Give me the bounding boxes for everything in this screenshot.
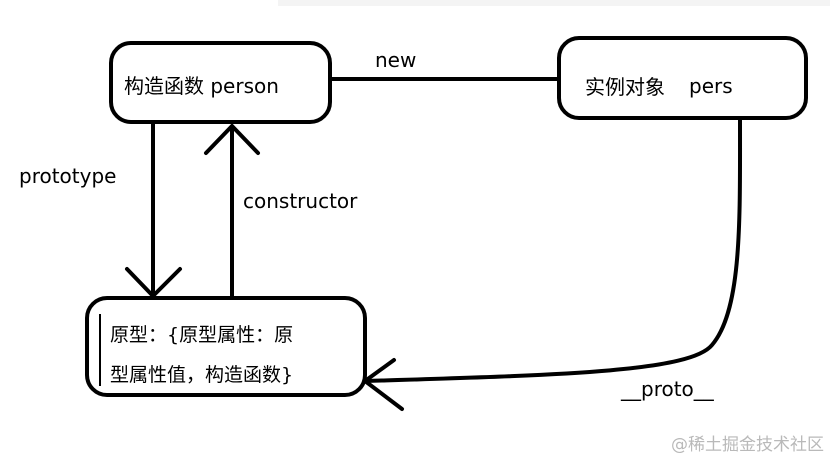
constructor-label: constructor [243,189,358,213]
watermark: @稀土掘金技术社区 [671,435,824,455]
top-strip [278,0,830,6]
prototype-object-line-1: 原型：{原型属性：原 [110,324,294,346]
instance-object-box: 实例对象 pers [557,36,808,120]
instance-name-label: pers [689,74,733,98]
instance-object-label: 实例对象 [585,75,665,99]
proto-label: __proto__ [621,377,714,401]
constructor-function-label: 构造函数 person [124,74,279,98]
new-label: new [375,48,417,72]
proto-edge [365,118,743,383]
prototype-object-line-2: 型属性值，构造函数} [110,364,294,386]
proto-arrowhead [363,358,404,411]
constructor-arrowhead [204,124,260,155]
prototype-object-box: 原型：{原型属性：原 型属性值，构造函数} [85,296,367,397]
text-cursor-mark [99,314,101,386]
constructor-function-box: 构造函数 person [109,41,332,124]
prototype-label: prototype [19,164,117,188]
